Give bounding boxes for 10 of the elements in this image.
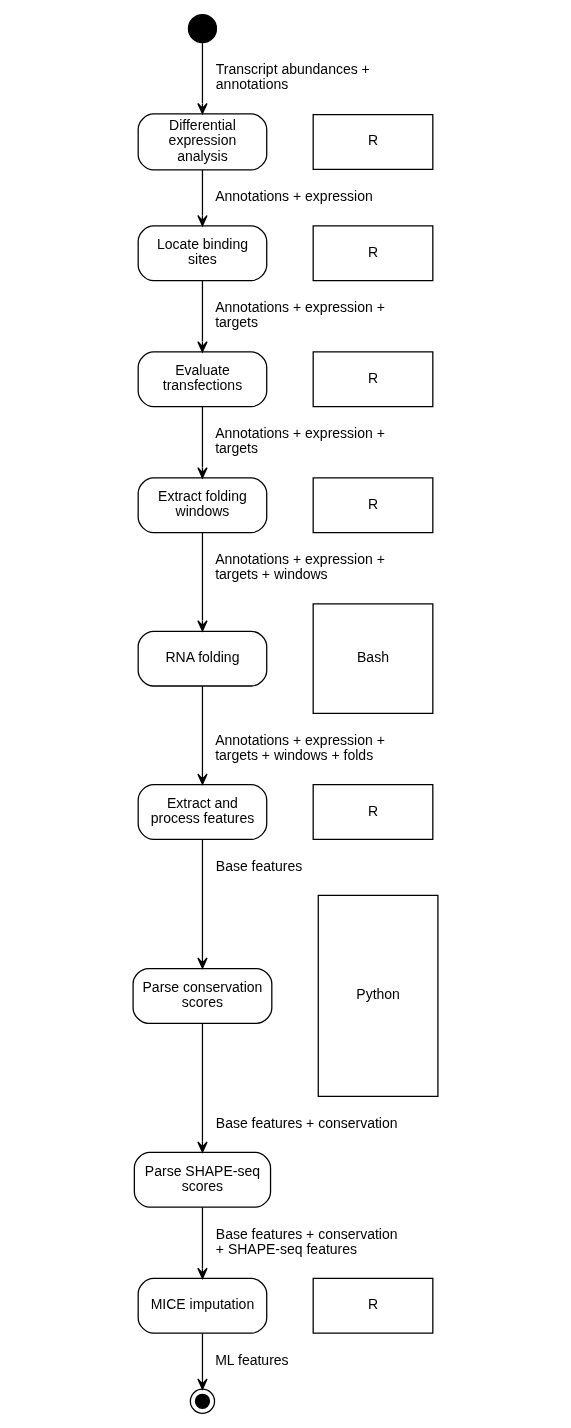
edge-label: Annotations + expression + targets	[215, 299, 385, 331]
edge-label: Transcript abundances + annotations	[215, 61, 370, 93]
edge-label: Base features + conservation	[215, 1115, 398, 1132]
edge-label: Annotations + expression + targets + windows	[215, 551, 385, 583]
edge-label: Annotations + expression + targets	[215, 425, 385, 457]
edge-label: Base features + conservation + SHAPE-seq features	[215, 1225, 398, 1258]
edge-label: Base features	[215, 857, 303, 874]
edge-label: ML features	[215, 1351, 289, 1368]
edge-label: Annotations + expression	[215, 188, 373, 205]
edge-label: Annotations + expression + targets + windows + folds	[215, 731, 385, 764]
